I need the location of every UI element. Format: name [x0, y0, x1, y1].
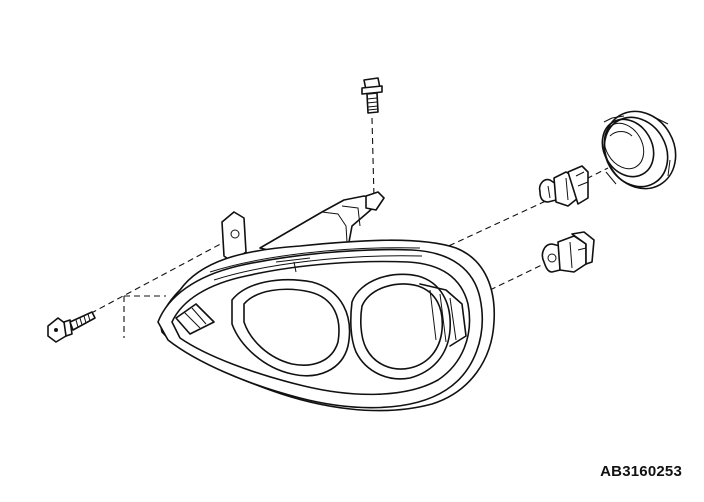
dust-cover-icon	[601, 110, 677, 190]
headlamp-housing-icon	[157, 191, 496, 412]
top-bolt-icon	[361, 77, 383, 114]
part-code-label: AB3160253	[600, 463, 682, 480]
halogen-bulb-icon	[538, 165, 589, 207]
side-bulb-icon	[541, 231, 595, 273]
left-screw-icon	[47, 311, 96, 343]
assembly-lines	[81, 117, 609, 338]
